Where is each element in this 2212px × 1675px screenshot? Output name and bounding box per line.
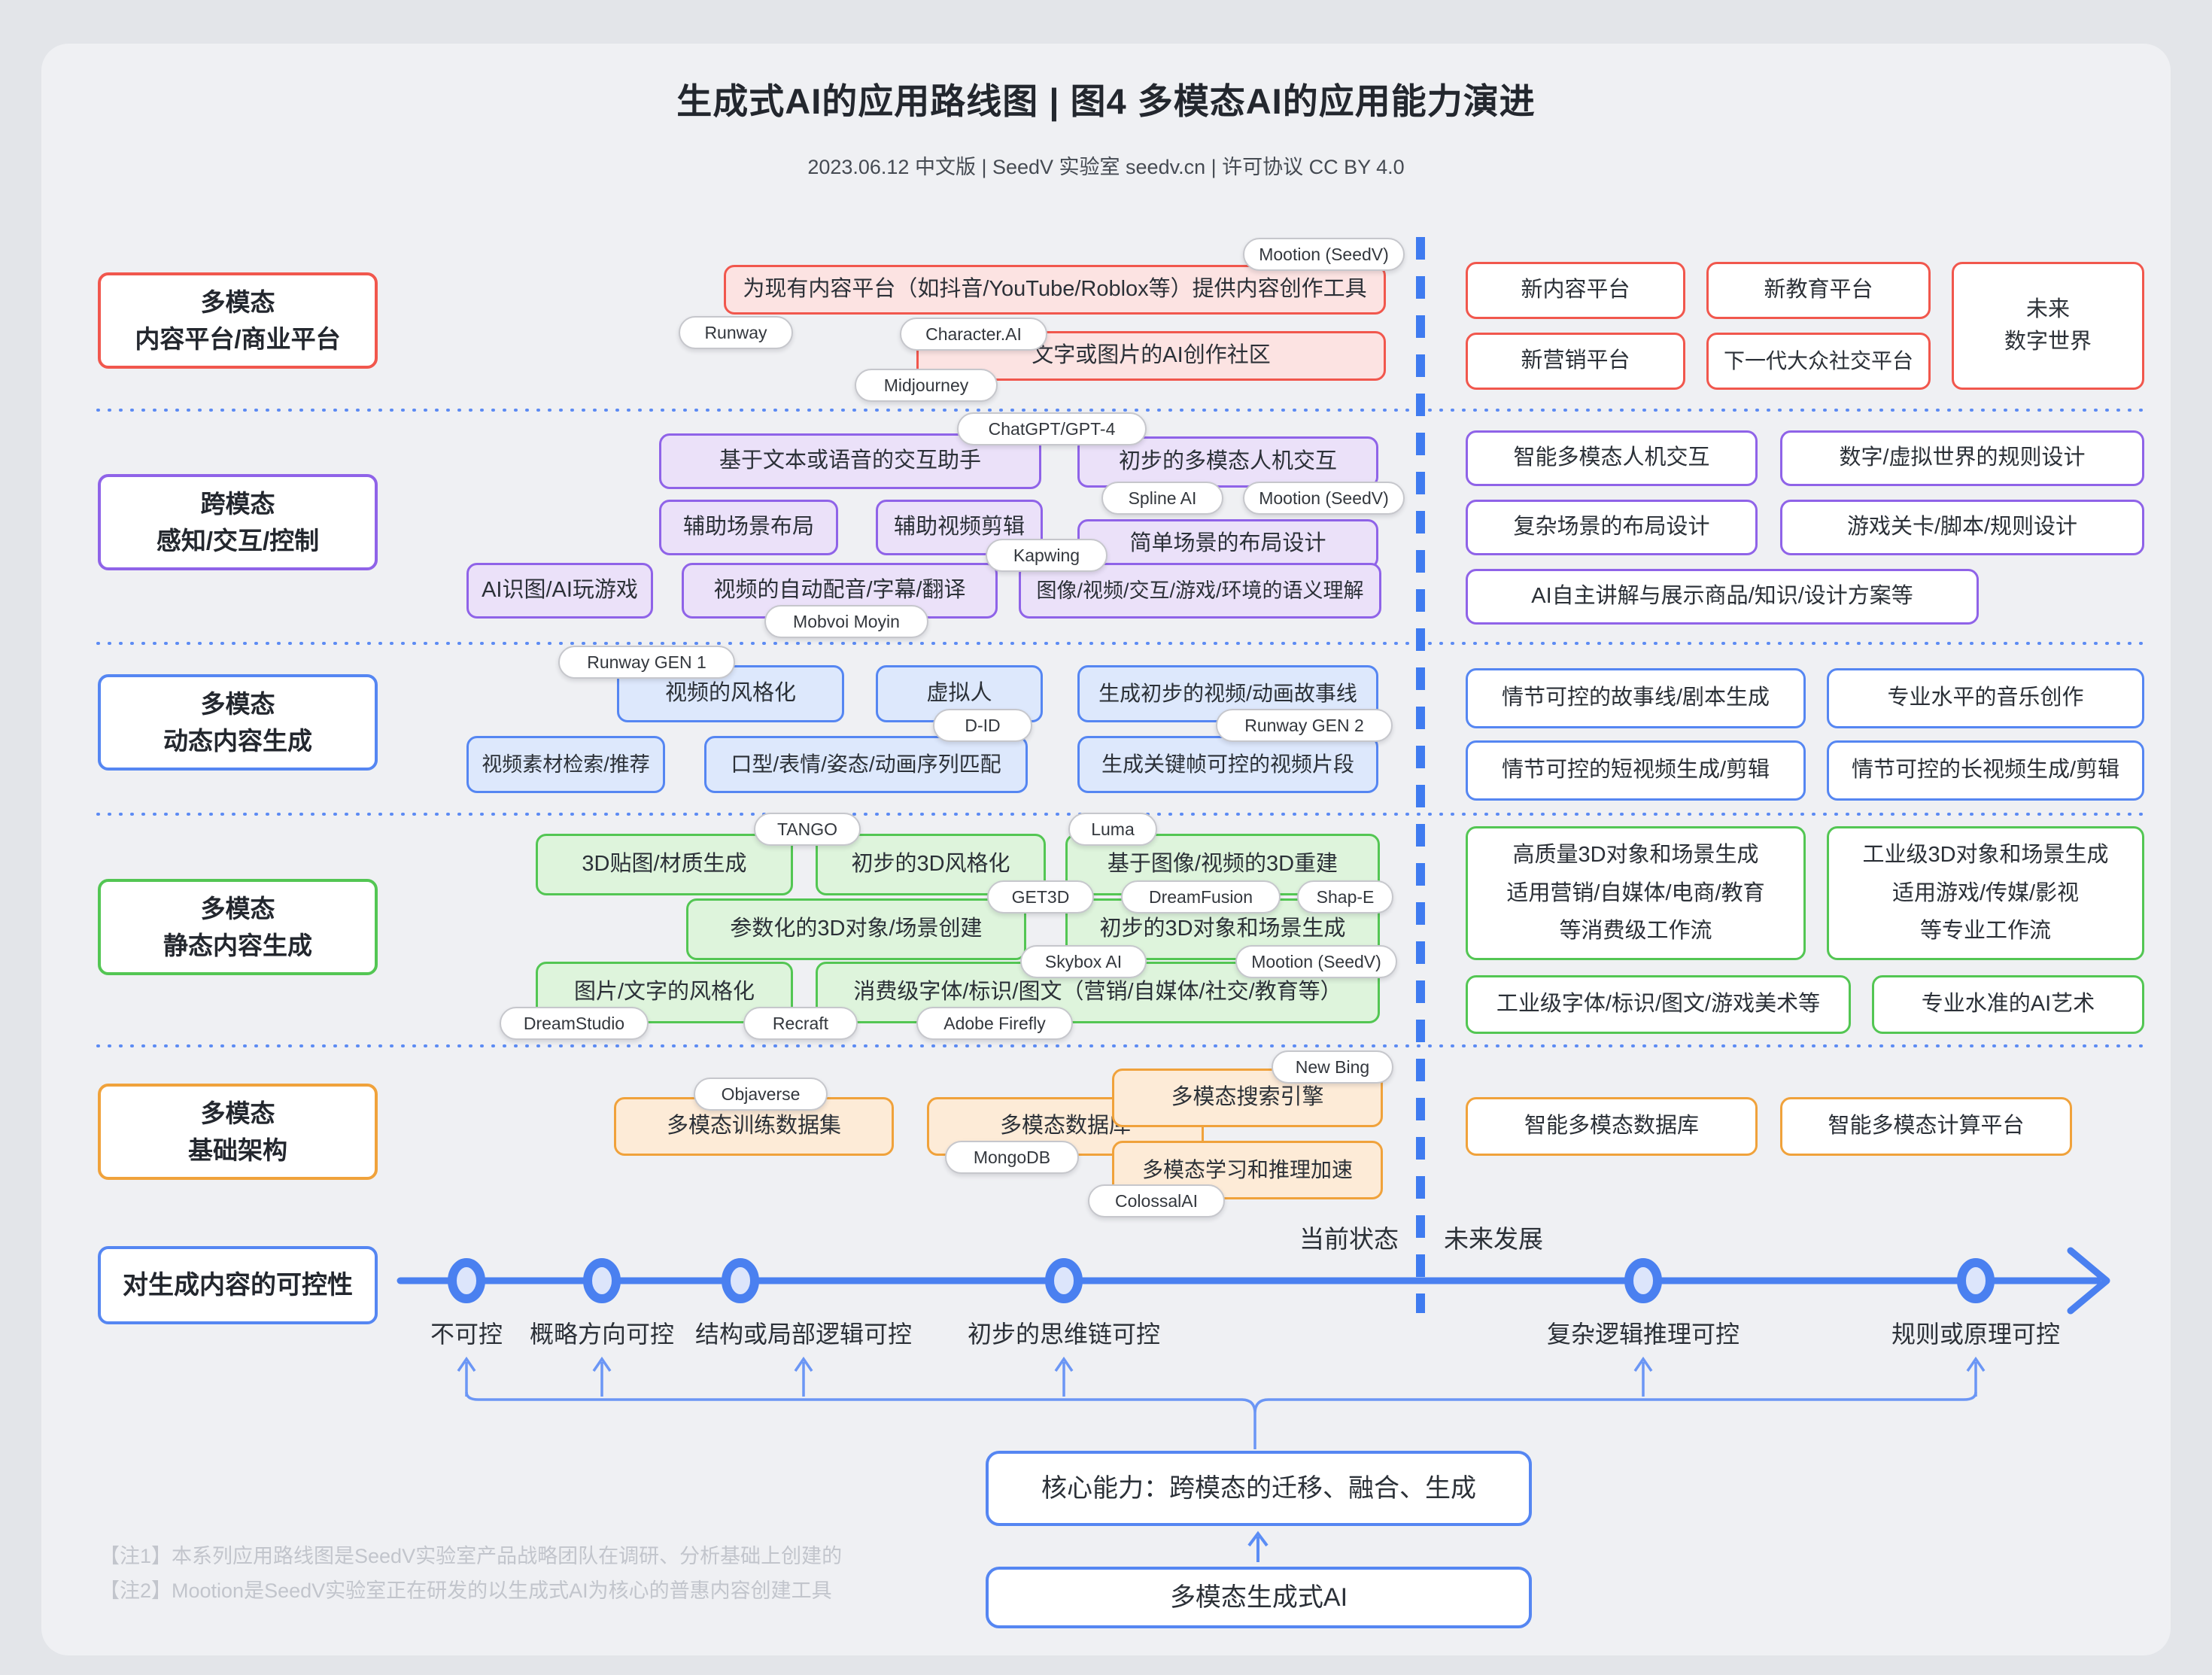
tag-recraft: Recraft [743,1007,858,1040]
box-future-world-rules: 数字/虚拟世界的规则设计 [1780,430,2144,486]
timeline-stop-label-2: 概略方向可控 [529,1321,675,1348]
footnote-2: 【注2】Mootion是SeedV实验室正在研发的以生成式AI为核心的普惠内容创… [99,1579,832,1602]
timeline-stop-label-1: 不可控 [430,1321,503,1348]
box-line: 未来 [2025,296,2070,321]
box-future-marketing-platform: 新营销平台 [1466,333,1685,390]
box-line: 等专业工作流 [1919,919,2051,944]
box-line: 数字世界 [2004,330,2092,354]
tag-tango: TANGO [754,813,861,846]
tag-kapwing: Kapwing [986,539,1108,572]
timeline-stop-label-6: 规则或原理可控 [1891,1321,2061,1348]
tag-chatgpt-gpt4: ChatGPT/GPT-4 [957,412,1147,445]
tag-spline-ai: Spline AI [1101,482,1223,515]
tag-adobe-firefly: Adobe Firefly [916,1007,1073,1040]
tag-luma: Luma [1068,813,1157,846]
tag-mootion-seedv: Mootion (SeedV) [1235,945,1397,978]
box-future-social-platform: 下一代大众社交平台 [1706,333,1931,390]
tag-skybox-ai: Skybox AI [1020,945,1147,978]
row-label-line: 多模态 [200,894,275,923]
box-future-content-platform: 新内容平台 [1466,262,1685,319]
page-title: 生成式AI的应用路线图 | 图4 多模态AI的应用能力演进 [676,81,1536,121]
tag-objaverse: Objaverse [694,1078,828,1111]
row-label-dynamic: 多模态 动态内容生成 [98,674,378,771]
box-simple-scene-layout: 简单场景的布局设计 [1077,519,1378,569]
row-label-infra: 多模态 基础架构 [98,1084,378,1180]
row-label-controllability: 对生成内容的可控性 [98,1246,378,1324]
tag-get3d: GET3D [987,880,1094,913]
box-future-music-creation: 专业水平的音乐创作 [1827,668,2144,728]
box-future-education-platform: 新教育平台 [1706,262,1931,319]
tag-runway-gen2: Runway GEN 2 [1216,709,1393,742]
box-scene-layout-assist: 辅助场景布局 [659,500,838,555]
current-state-label: 当前状态 [1299,1225,1399,1253]
box-future-hq-3d: 高质量3D对象和场景生成 适用营销/自媒体/电商/教育 等消费级工作流 [1466,826,1806,960]
box-future-ai-art: 专业水准的AI艺术 [1872,975,2144,1034]
footnote-1: 【注1】本系列应用路线图是SeedV实验室产品战略团队在调研、分析基础上创建的 [99,1545,843,1567]
box-future-smart-database: 智能多模态数据库 [1466,1097,1758,1156]
box-future-industrial-fonts: 工业级字体/标识/图文/游戏美术等 [1466,975,1851,1034]
box-lipsync-animation: 口型/表情/姿态/动画序列匹配 [704,736,1028,793]
box-keyframe-video: 生成关键帧可控的视频片段 [1077,736,1378,793]
tag-mootion-seedv: Mootion (SeedV) [1243,482,1405,515]
box-3d-stylization: 初步的3D风格化 [816,834,1046,895]
box-future-game-design: 游戏关卡/脚本/规则设计 [1780,500,2144,555]
tag-d-id: D-ID [933,709,1032,742]
box-video-retrieval: 视频素材检索/推荐 [466,736,665,793]
tag-mobvoi-moyin: Mobvoi Moyin [764,605,928,638]
box-future-short-video: 情节可控的短视频生成/剪辑 [1466,740,1806,801]
row-label-platform: 多模态 内容平台/商业平台 [98,272,378,369]
box-semantic-understanding: 图像/视频/交互/游戏/环境的语义理解 [1019,563,1381,619]
box-future-long-video: 情节可控的长视频生成/剪辑 [1827,740,2144,801]
tag-character-ai: Character.AI [900,318,1047,351]
row-label-line: 对生成内容的可控性 [123,1270,353,1300]
box-platform-tools: 为现有内容平台（如抖音/YouTube/Roblox等）提供内容创作工具 [724,265,1386,315]
box-line: 适用游戏/传媒/影视 [1891,880,2080,905]
box-line: 等消费级工作流 [1559,919,1712,944]
row-label-line: 多模态 [200,1099,275,1127]
tag-dreamfusion: DreamFusion [1121,880,1281,913]
box-future-smart-hci: 智能多模态人机交互 [1466,430,1758,486]
row-label-line: 感知/交互/控制 [156,527,320,555]
box-ai-vision-gaming: AI识图/AI玩游戏 [466,563,653,619]
tag-runway: Runway [679,316,793,349]
tag-dreamstudio: DreamStudio [500,1007,649,1040]
row-label-line: 多模态 [200,689,275,718]
box-future-script-gen: 情节可控的故事线/剧本生成 [1466,668,1806,728]
box-future-compute-platform: 智能多模态计算平台 [1780,1097,2072,1156]
timeline-stop-label-5: 复杂逻辑推理可控 [1546,1321,1740,1348]
box-future-complex-layout: 复杂场景的布局设计 [1466,500,1758,555]
row-label-static: 多模态 静态内容生成 [98,879,378,975]
box-line: 高质量3D对象和场景生成 [1512,842,1759,867]
row-label-interaction: 跨模态 感知/交互/控制 [98,474,378,570]
row-label-line: 静态内容生成 [163,932,312,959]
box-line: 适用营销/自媒体/电商/教育 [1506,880,1765,905]
page-subtitle: 2023.06.12 中文版 | SeedV 实验室 seedv.cn | 许可… [807,156,1405,178]
row-label-line: 内容平台/商业平台 [135,325,341,353]
box-line: 工业级3D对象和场景生成 [1862,842,2109,867]
row-label-line: 多模态 [200,287,275,316]
row-label-line: 跨模态 [200,489,275,518]
tag-new-bing: New Bing [1272,1050,1393,1084]
tag-mootion-seedv: Mootion (SeedV) [1243,238,1405,271]
row-label-line: 动态内容生成 [163,727,312,755]
tag-midjourney: Midjourney [855,369,998,402]
timeline-stop-label-3: 结构或局部逻辑可控 [694,1321,913,1348]
box-3d-texture: 3D贴图/材质生成 [536,834,793,895]
future-state-label: 未来发展 [1444,1225,1543,1253]
box-parametric-3d: 参数化的3D对象/场景创建 [686,898,1026,960]
box-multimodal-generative-ai: 多模态生成式AI [986,1567,1532,1628]
box-multimodal-hci: 初步的多模态人机交互 [1077,436,1378,488]
tag-shap-e: Shap-E [1297,880,1393,913]
tag-colossalai: ColossalAI [1088,1184,1225,1217]
tag-runway-gen1: Runway GEN 1 [558,646,735,679]
box-future-industrial-3d: 工业级3D对象和场景生成 适用游戏/传媒/影视 等专业工作流 [1827,826,2144,960]
tag-mongodb: MongoDB [945,1141,1079,1174]
timeline-stop-label-4: 初步的思维链可控 [967,1321,1161,1348]
box-core-capability: 核心能力：跨模态的迁移、融合、生成 [986,1451,1532,1526]
row-label-line: 基础架构 [188,1136,287,1164]
box-platform-community: 文字或图片的AI创作社区 [916,331,1386,381]
box-future-digital-world: 未来 数字世界 [1952,262,2144,390]
box-voice-assistant: 基于文本或语音的交互助手 [659,433,1041,489]
box-future-ai-presenter: AI自主讲解与展示商品/知识/设计方案等 [1466,569,1979,625]
